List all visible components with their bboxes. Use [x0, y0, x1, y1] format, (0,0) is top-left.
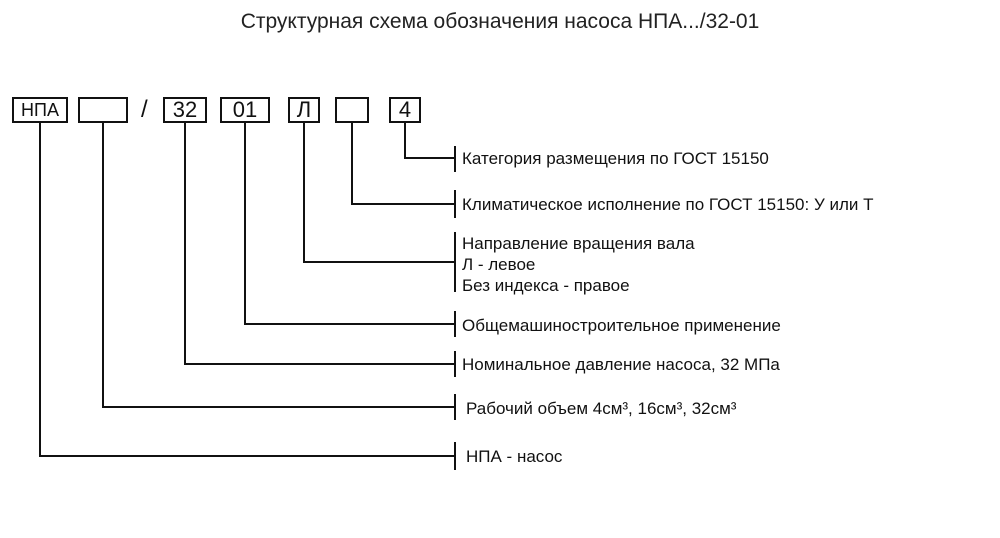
code-box-placement: 4 [389, 97, 421, 123]
connector-pressure [184, 123, 455, 365]
code-box-pressure: 32 [163, 97, 207, 123]
code-box-climate [335, 97, 369, 123]
connector-rotation [303, 123, 455, 263]
code-separator: / [141, 96, 148, 123]
diagram-title: Структурная схема обозначения насоса НПА… [240, 10, 760, 33]
label-volume: Рабочий объем 4см³, 16см³, 32см³ [466, 399, 737, 418]
label-climate: Климатическое исполнение по ГОСТ 15150: … [462, 195, 874, 214]
label-prefix: НПА - насос [466, 447, 563, 466]
connector-prefix [39, 123, 455, 457]
label-rotation-title: Направление вращения вала [462, 234, 695, 253]
code-box-volume [78, 97, 128, 123]
label-pressure: Номинальное давление насоса, 32 МПа [462, 355, 780, 374]
label-rotation-left: Л - левое [462, 255, 536, 274]
code-box-rotation: Л [288, 97, 320, 123]
connector-placement [404, 123, 455, 159]
connector-application [244, 123, 455, 325]
code-box-prefix: НПА [12, 97, 68, 123]
connector-volume [102, 123, 455, 408]
code-box-application: 01 [220, 97, 270, 123]
label-placement: Категория размещения по ГОСТ 15150 [462, 149, 769, 168]
connector-climate [351, 123, 455, 205]
label-application: Общемашиностроительное применение [462, 316, 781, 335]
label-rotation-right: Без индекса - правое [462, 276, 630, 295]
